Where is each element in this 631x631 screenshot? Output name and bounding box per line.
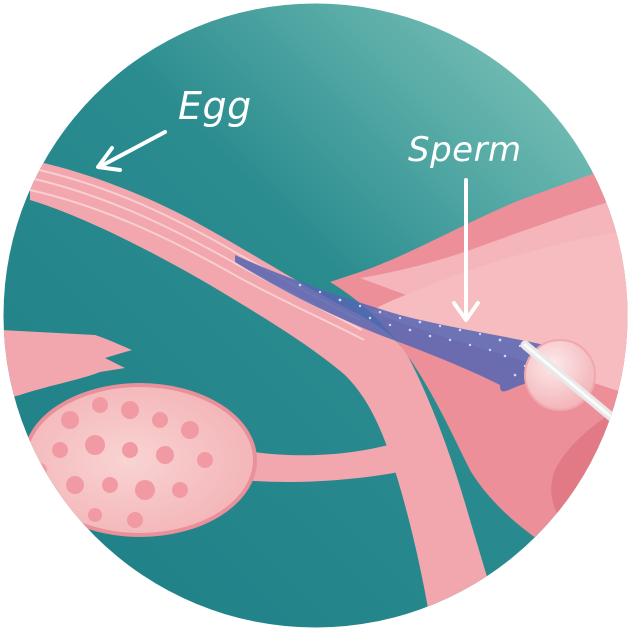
sperm-label: Sperm (408, 130, 522, 170)
fallopian-tube (30, 160, 500, 620)
tube-stripe (29, 189, 365, 341)
ovarian-ligament (240, 440, 410, 482)
egg-label: Egg (178, 84, 252, 128)
sperm-dots (298, 283, 527, 377)
sperm-cluster (235, 255, 545, 392)
fimbriae (3, 330, 132, 400)
arrow-icon (96, 130, 167, 172)
catheter-highlight (523, 343, 617, 422)
arrow-down-icon (452, 178, 480, 322)
ovary (25, 385, 255, 535)
